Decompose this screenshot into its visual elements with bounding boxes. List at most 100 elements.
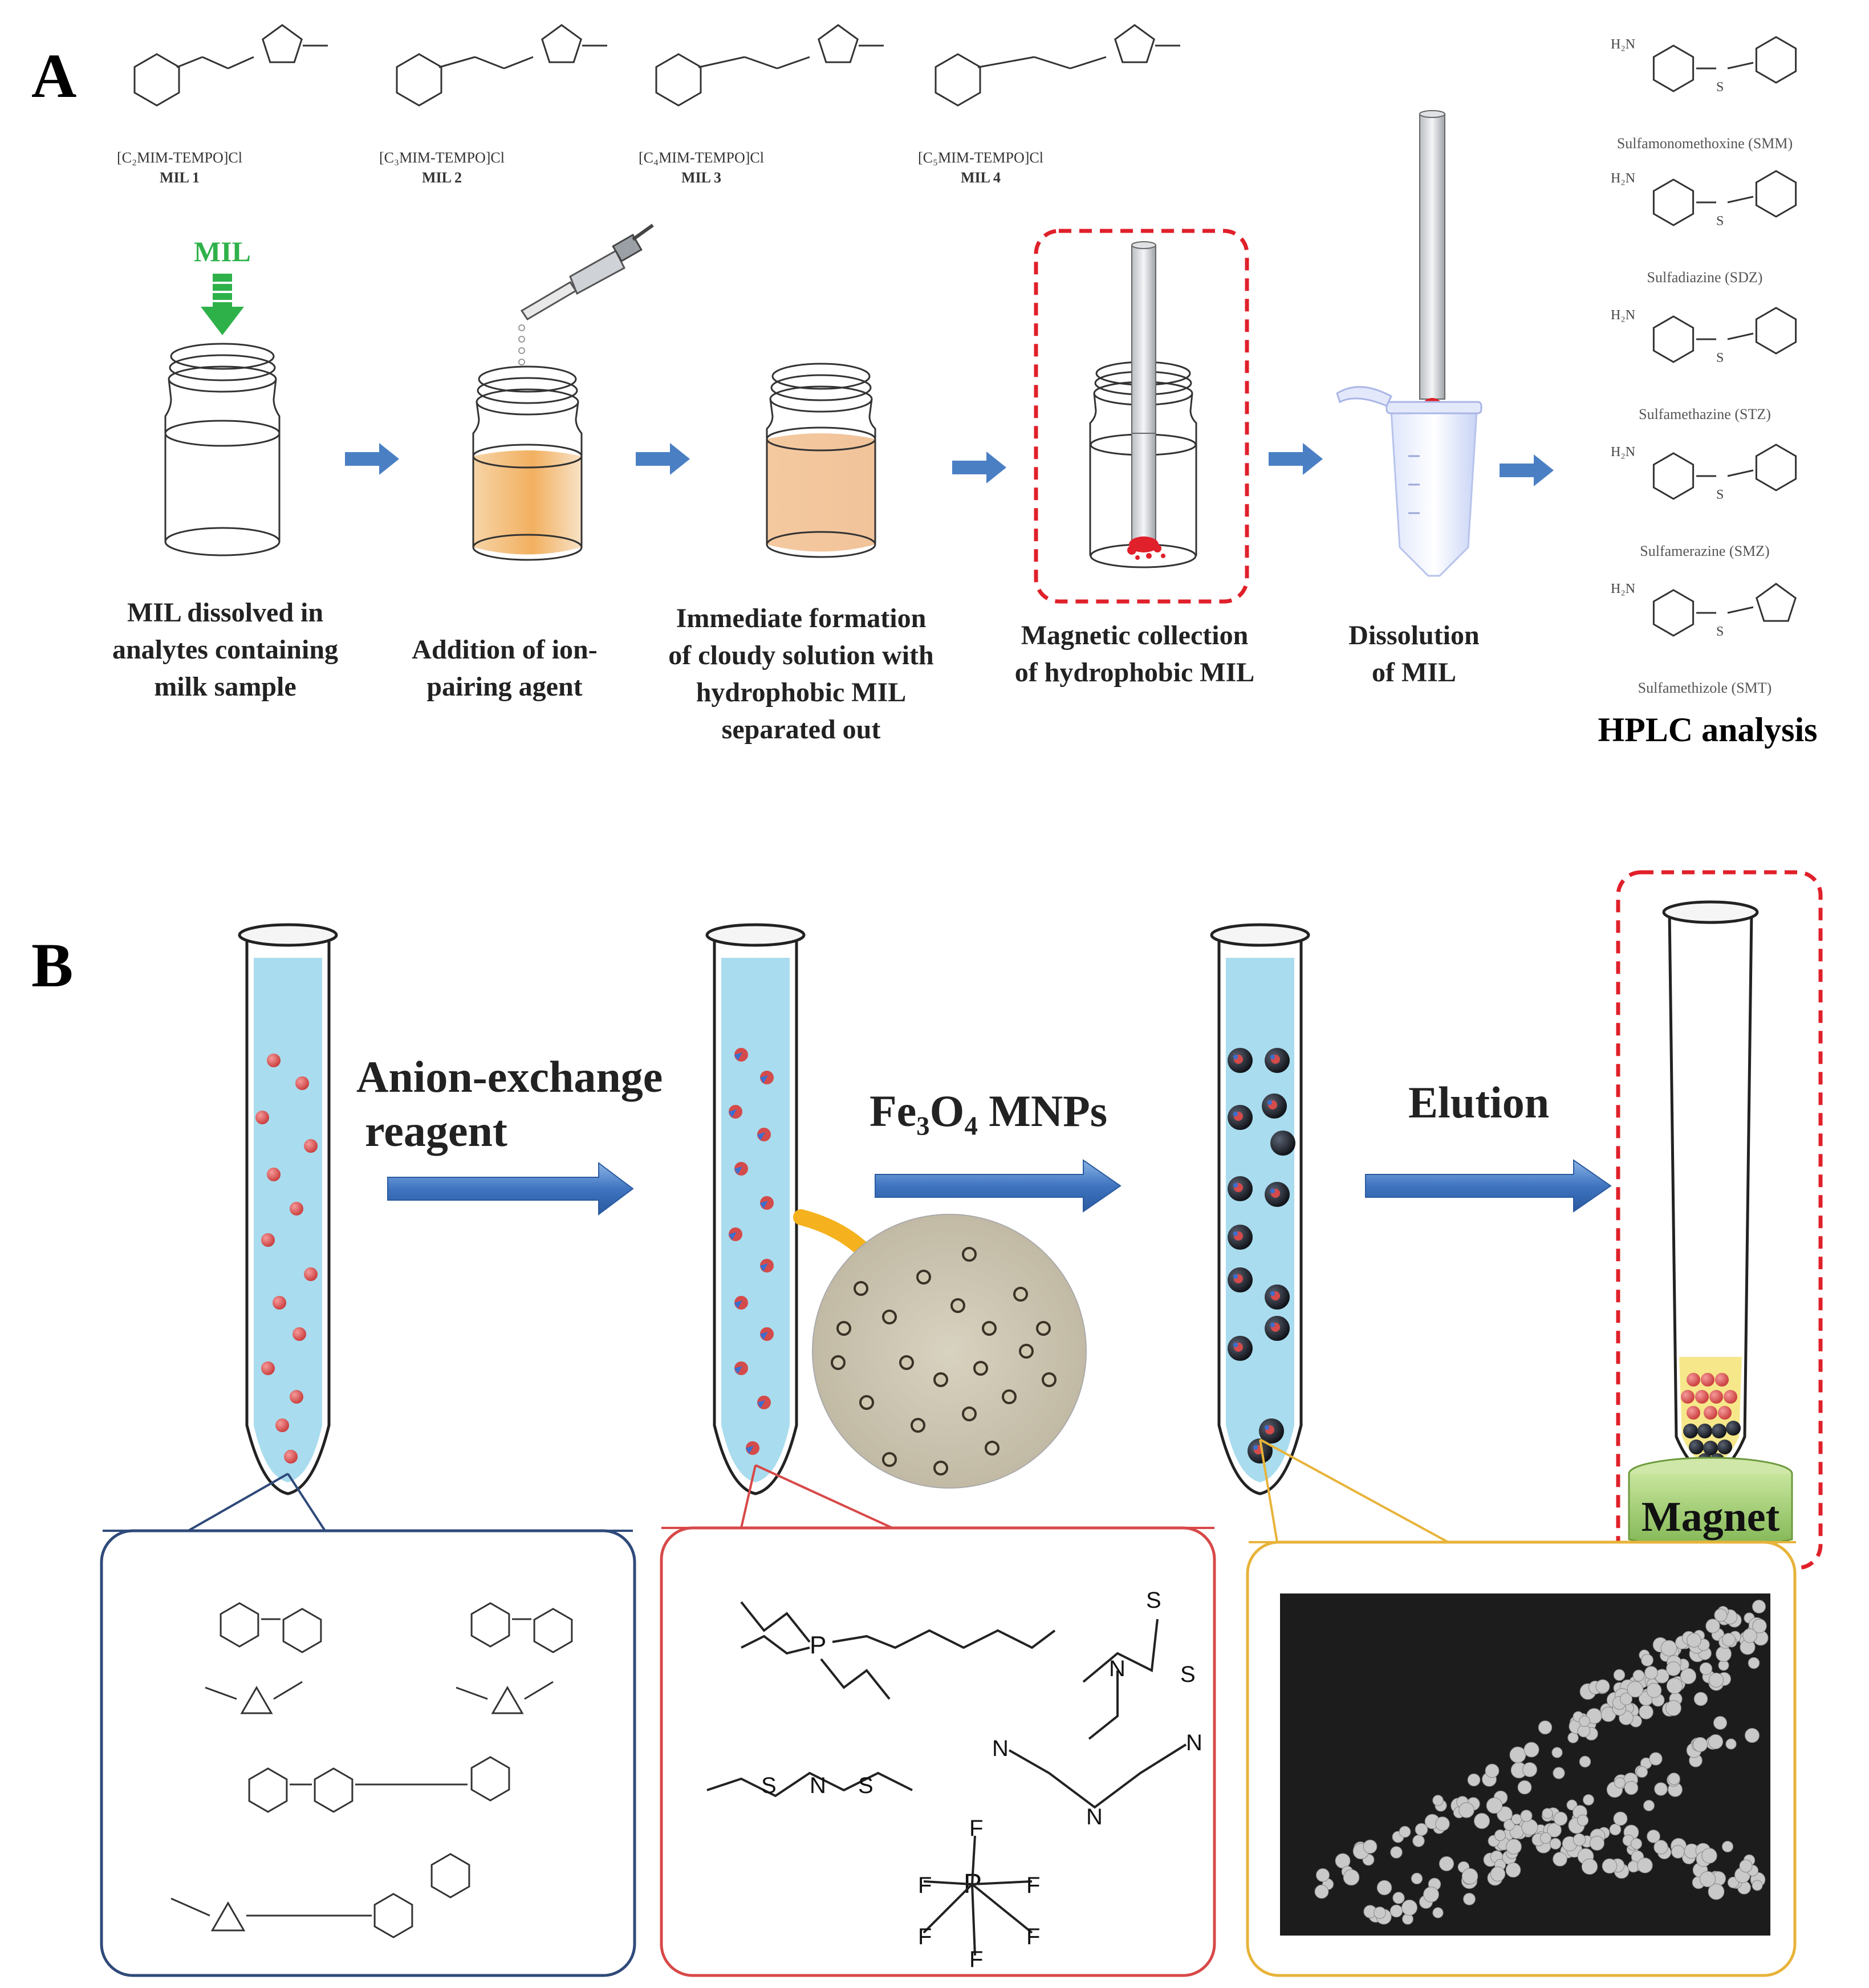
collected-mnp-dot <box>1697 1424 1712 1438</box>
sem-particle <box>1752 1619 1767 1633</box>
sem-particle <box>1551 1747 1563 1758</box>
sem-particle <box>1467 1773 1481 1787</box>
magnet-label: Magnet <box>1642 1494 1780 1540</box>
sem-particle <box>1553 1811 1568 1826</box>
svg-text:F: F <box>1026 1873 1040 1898</box>
step4-magnetic-collection <box>1034 229 1249 604</box>
analyte-name-1: Sulfamonomethoxine (SMM) <box>1617 135 1793 152</box>
micro-droplet <box>933 1461 948 1475</box>
sem-particle <box>1693 1692 1708 1706</box>
collected-mnp-dot <box>1703 1441 1718 1456</box>
arrow2-label: Fe₃O₄ MNPs <box>870 1086 1107 1136</box>
red-dashed-box-a <box>1034 229 1249 604</box>
sem-particle <box>1553 1767 1565 1779</box>
sem-particle <box>1463 1893 1476 1905</box>
blue-arrow-a-1 <box>345 443 399 475</box>
mil-dot <box>261 1233 275 1247</box>
svg-text:N: N <box>1086 1804 1103 1830</box>
svg-text:S: S <box>1180 1662 1196 1687</box>
sem-particle <box>1692 1737 1708 1753</box>
mil-dot <box>261 1361 275 1375</box>
svg-text:S: S <box>1716 487 1724 502</box>
micro-droplet <box>859 1395 874 1410</box>
arrow1-label-line1: Anion-exchange <box>356 1052 663 1101</box>
step1-caption-line3: milk sample <box>154 672 296 702</box>
sem-particle <box>1399 1826 1411 1838</box>
pyrethroid-structures <box>170 1602 573 1938</box>
sem-particle <box>1627 1681 1644 1698</box>
sem-particle <box>1687 1633 1701 1648</box>
collected-mnp-dot <box>1689 1440 1704 1454</box>
micro-droplet <box>836 1321 851 1336</box>
mil-dot <box>273 1296 286 1310</box>
sem-particle <box>1506 1839 1522 1855</box>
sem-particle <box>1708 1734 1724 1750</box>
sem-particle <box>1637 1857 1653 1873</box>
mil-formula-4: [C₅MIM-TEMPO]Cl <box>918 149 1043 166</box>
jar-empty <box>164 343 281 556</box>
eluted-analyte-dot <box>1724 1390 1737 1404</box>
sem-particle <box>1583 1794 1594 1806</box>
sem-particle <box>1653 1840 1668 1855</box>
sem-particle <box>1646 1682 1662 1698</box>
sem-particle <box>1494 1830 1506 1841</box>
eluted-analyte-dot <box>1681 1390 1695 1404</box>
sem-particle <box>1613 1811 1628 1826</box>
sem-particle <box>1613 1669 1626 1681</box>
sem-particle <box>1432 1795 1444 1806</box>
mil-name-4: MIL 4 <box>961 169 1001 186</box>
sem-particle <box>1641 1654 1653 1666</box>
eluted-analyte-dot <box>1687 1373 1700 1387</box>
step1-caption: MIL dissolved in analytes containing mil… <box>112 597 338 702</box>
svg-text:H₂N: H₂N <box>1611 37 1635 52</box>
step2-caption-line1: Addition of ion- <box>412 635 597 665</box>
sem-particle <box>1547 1823 1562 1837</box>
pyrethroid-3 <box>248 1756 510 1813</box>
sem-particle <box>1485 1763 1500 1778</box>
sem-particle <box>1412 1835 1425 1847</box>
collected-mnp-dot <box>1726 1421 1741 1436</box>
sem-particle <box>1624 1780 1639 1795</box>
step2-caption-line2: pairing agent <box>426 672 582 702</box>
blue-arrow-a-3 <box>952 452 1006 483</box>
mil-formula-2: [C₃MIM-TEMPO]Cl <box>379 149 505 166</box>
analyte-name-3: Sulfamethazine (STZ) <box>1639 406 1771 422</box>
mil-dot <box>255 1111 269 1124</box>
step2-jar <box>472 223 654 561</box>
sem-particle <box>1581 1858 1598 1875</box>
sem-particle <box>1671 1845 1685 1859</box>
sem-particle <box>1316 1868 1330 1882</box>
sem-particle <box>1522 1762 1537 1777</box>
svg-text:P: P <box>810 1631 826 1659</box>
step3-caption: Immediate formation of cloudy solution w… <box>668 603 933 745</box>
sem-particle <box>1504 1819 1515 1831</box>
arrow1-label-line2: reagent <box>365 1106 507 1156</box>
sem-particle <box>1620 1693 1632 1705</box>
blue-arrow-a-5 <box>1500 454 1554 486</box>
sem-particle <box>1660 1640 1677 1657</box>
sem-particle <box>1423 1887 1439 1902</box>
collected-mnp-dot <box>1712 1424 1726 1438</box>
sem-particle <box>1517 1780 1532 1795</box>
sem-particle <box>1644 1666 1658 1680</box>
sem-particle <box>1505 1862 1521 1878</box>
sem-particle <box>1567 1732 1579 1743</box>
step3-caption-line4: separated out <box>722 714 881 745</box>
sem-particle <box>1509 1746 1526 1763</box>
sem-particle <box>1486 1797 1503 1814</box>
sem-particle <box>1725 1738 1737 1750</box>
sem-particle <box>1521 1819 1538 1836</box>
arrow-fe3o4: Fe₃O₄ MNPs <box>870 1086 1122 1213</box>
svg-text:N: N <box>810 1773 826 1798</box>
sem-particle <box>1439 1856 1454 1872</box>
sem-particle <box>1538 1720 1553 1735</box>
collected-mnp-dot <box>1683 1424 1698 1438</box>
step4-caption-line2: of hydrophobic MIL <box>1015 657 1255 688</box>
svg-text:S: S <box>761 1773 777 1798</box>
mil-dot <box>295 1076 309 1090</box>
sem-particle <box>1708 1883 1725 1900</box>
sem-particle <box>1549 1837 1562 1850</box>
